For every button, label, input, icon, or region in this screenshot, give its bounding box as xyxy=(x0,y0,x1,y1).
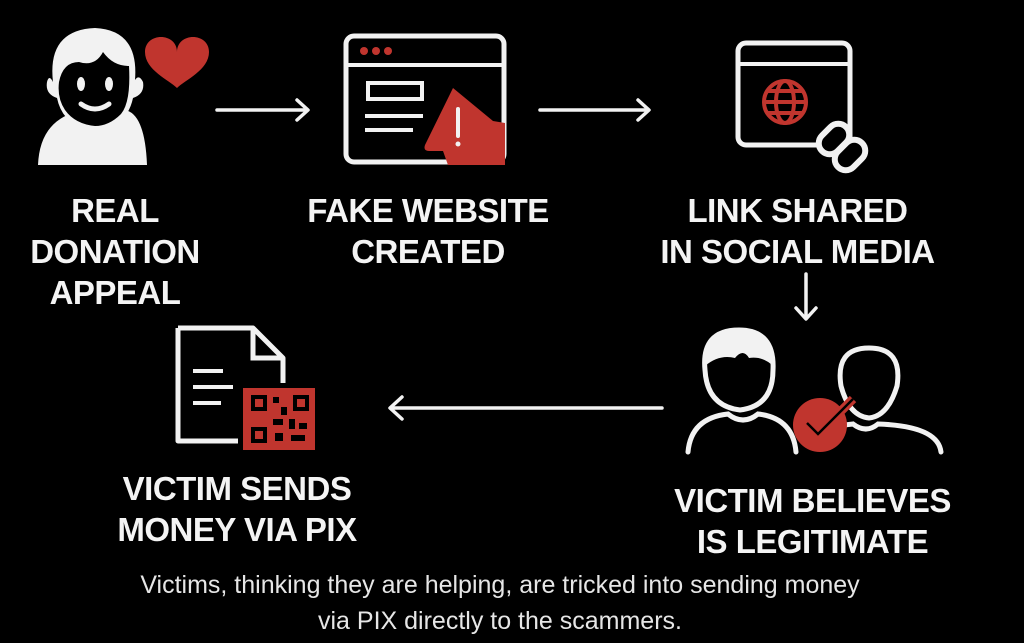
document-qr-icon xyxy=(175,325,315,450)
step-label-real-donation-appeal: REAL DONATION APPEAL xyxy=(15,190,215,313)
step-label-victim-sends: VICTIM SENDS MONEY VIA PIX xyxy=(87,468,387,550)
person-heart-icon xyxy=(38,28,209,165)
arrow-down-icon xyxy=(794,272,818,321)
arrow-right-icon xyxy=(538,98,651,122)
label-line: DONATION xyxy=(30,233,200,270)
step-label-link-shared: LINK SHARED IN SOCIAL MEDIA xyxy=(630,190,965,272)
label-line: CREATED xyxy=(351,233,505,270)
label-line: IS LEGITIMATE xyxy=(696,523,929,560)
caption-line: Victims, thinking they are helping, are … xyxy=(140,571,860,599)
label-line: VICTIM SENDS xyxy=(122,470,352,507)
people-check-icon xyxy=(685,327,944,455)
arrow-right-icon xyxy=(215,98,310,122)
label-line: FAKE WEBSITE xyxy=(307,192,549,229)
browser-warning-icon xyxy=(343,33,507,165)
caption-line: via PIX directly to the scammers. xyxy=(317,607,682,635)
label-line: LINK SHARED xyxy=(687,192,908,229)
globe-link-icon xyxy=(735,40,869,174)
step-label-victim-believes: VICTIM BELIEVES IS LEGITIMATE xyxy=(650,480,975,562)
caption: Victims, thinking they are helping, are … xyxy=(0,567,1000,639)
label-line: IN SOCIAL MEDIA xyxy=(660,233,935,270)
label-line: APPEAL xyxy=(49,274,181,311)
step-label-fake-website: FAKE WEBSITE CREATED xyxy=(278,190,578,272)
arrow-left-icon xyxy=(388,395,664,421)
label-line: MONEY VIA PIX xyxy=(117,511,357,548)
label-line: VICTIM BELIEVES xyxy=(674,482,951,519)
label-line: REAL xyxy=(71,192,159,229)
